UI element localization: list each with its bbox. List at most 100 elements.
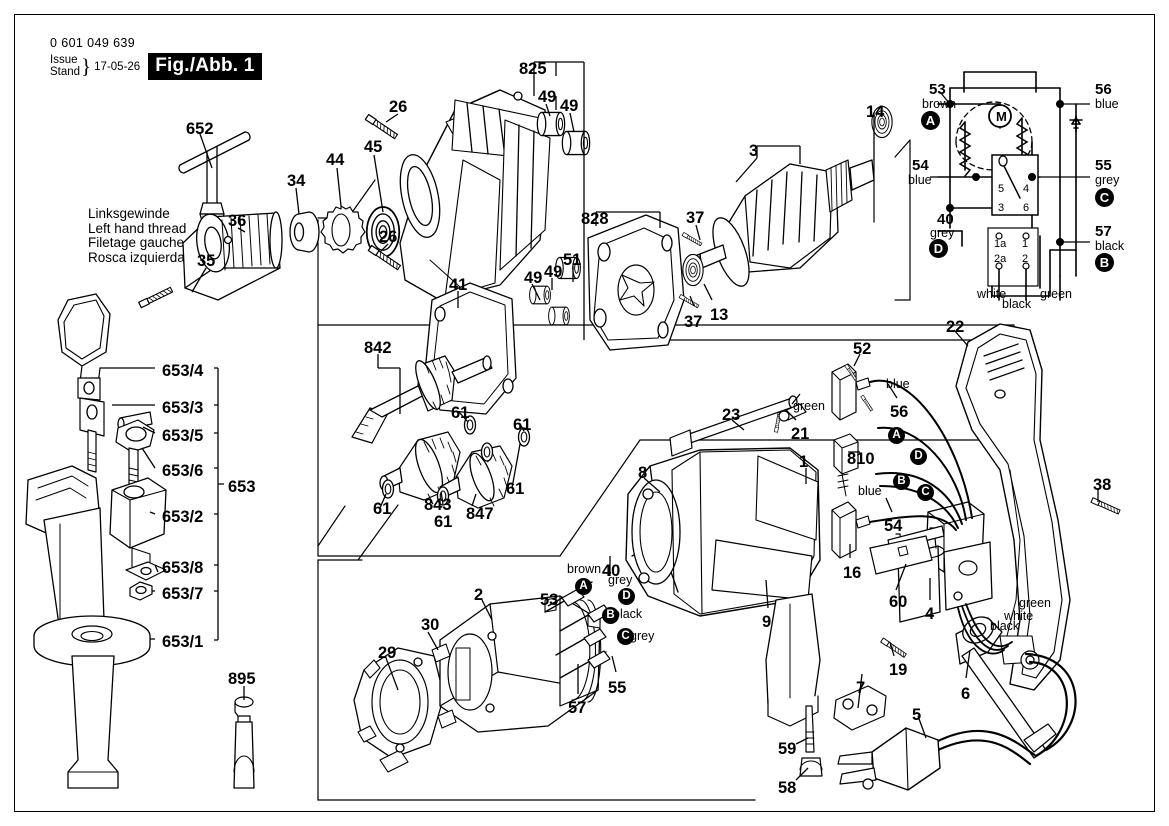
wd-terminal-53: 53 [929, 81, 946, 98]
part-label-51: 51 [563, 251, 582, 269]
part-label-13: 13 [710, 306, 729, 324]
wd-block-terminal-2: 2 [1022, 253, 1029, 265]
part-label-653-5: 653/5 [162, 427, 204, 445]
issue-label: Issue [50, 54, 78, 66]
figure-label: Fig./Abb. 1 [148, 53, 262, 80]
part-label-49-d: 49 [524, 269, 543, 287]
part-label-44: 44 [326, 151, 345, 169]
part-label-1: 1 [799, 453, 809, 471]
part-label-653-7: 653/7 [162, 585, 204, 603]
badge-d-brush: D [910, 448, 927, 465]
part-label-52: 52 [853, 340, 872, 358]
header-block: 0 601 049 639 Issue Stand } 17-05-26 Fig… [50, 36, 262, 80]
part-label-26-bottom: 26 [379, 228, 398, 246]
part-label-23: 23 [722, 406, 741, 424]
wire-label-grey-1: grey [608, 573, 633, 587]
part-label-19: 19 [889, 661, 908, 679]
badge-b-stator: B [602, 607, 619, 624]
part-label-653-4: 653/4 [162, 362, 204, 380]
part-label-60: 60 [889, 593, 908, 611]
wd-cord-green: green [1040, 287, 1072, 301]
wd-color-54: blue [908, 173, 932, 187]
badge-c-stator: C [617, 628, 634, 645]
left-hand-thread-note: Linksgewinde Left hand thread Filetage g… [88, 206, 187, 265]
sheet-border [14, 14, 1155, 812]
wd-terminal-54: 54 [912, 157, 929, 174]
wd-color-56: blue [1095, 97, 1119, 111]
part-label-53: 53 [540, 591, 559, 609]
part-label-35: 35 [197, 252, 216, 270]
part-label-653-3: 653/3 [162, 399, 204, 417]
part-label-37-top: 37 [686, 209, 705, 227]
part-label-3: 3 [749, 142, 759, 160]
wd-switch-terminal-3: 3 [998, 202, 1005, 214]
part-label-36: 36 [228, 212, 247, 230]
wire-label-green-1: green [793, 399, 825, 413]
part-label-825: 825 [519, 60, 547, 78]
part-label-41: 41 [449, 276, 468, 294]
part-label-16: 16 [843, 564, 862, 582]
wire-label-black-1: black [990, 619, 1020, 633]
part-label-57: 57 [568, 699, 587, 717]
part-label-26-top: 26 [389, 98, 408, 116]
wire-label-black-2: black [613, 607, 643, 621]
wd-badge-b: B [1095, 253, 1114, 272]
wd-switch-terminal-4: 4 [1023, 183, 1030, 195]
part-label-29: 29 [378, 644, 397, 662]
part-label-5: 5 [912, 706, 922, 724]
part-label-38: 38 [1093, 476, 1112, 494]
part-label-61-b: 61 [513, 416, 532, 434]
wd-terminal-55: 55 [1095, 157, 1112, 174]
note-line-en: Left hand thread [88, 220, 187, 236]
part-label-653-8: 653/8 [162, 559, 204, 577]
part-label-828: 828 [581, 210, 609, 228]
part-label-653-1: 653/1 [162, 633, 204, 651]
part-label-59: 59 [778, 740, 797, 758]
badge-b-brush: B [893, 473, 910, 490]
wire-label-blue-1: blue [886, 377, 910, 391]
part-label-56: 56 [890, 403, 909, 421]
part-label-34: 34 [287, 172, 306, 190]
wire-label-brown-1: brown [567, 562, 602, 576]
part-label-61-c: 61 [373, 500, 392, 518]
wd-cord-white: white [977, 287, 1007, 301]
part-label-49-a: 49 [538, 88, 557, 106]
badge-c-brush: C [917, 484, 934, 501]
wd-color-53: brown [922, 97, 957, 111]
part-label-21: 21 [791, 425, 810, 443]
part-label-61-e: 61 [506, 480, 525, 498]
part-label-45: 45 [364, 138, 383, 156]
badge-a-stator: A [575, 578, 592, 595]
part-label-37-bottom: 37 [684, 313, 703, 331]
part-label-842: 842 [364, 339, 392, 357]
wd-badge-c: C [1095, 188, 1114, 207]
part-label-653-2: 653/2 [162, 508, 204, 526]
part-label-55: 55 [608, 679, 627, 697]
part-label-895: 895 [228, 670, 256, 688]
part-label-653-6: 653/6 [162, 462, 204, 480]
part-label-2: 2 [474, 586, 484, 604]
note-line-fr: Filetage gauche [88, 235, 185, 251]
wd-terminal-57: 57 [1095, 223, 1112, 240]
part-label-843: 843 [424, 496, 452, 514]
wd-block-terminal-1: 1 [1022, 238, 1029, 250]
badge-a-brush: A [888, 427, 905, 444]
part-label-61-d: 61 [434, 513, 453, 531]
part-label-652: 652 [186, 120, 214, 138]
wire-label-green-2: green [1019, 596, 1051, 610]
badge-d-stator: D [618, 588, 635, 605]
part-label-4: 4 [925, 605, 935, 623]
brace-glyph: } [81, 54, 92, 78]
part-label-58: 58 [778, 779, 797, 797]
stand-label: Stand [50, 65, 81, 78]
part-label-49-c: 49 [544, 263, 563, 281]
part-label-22: 22 [946, 318, 965, 336]
part-label-847: 847 [466, 505, 494, 523]
wd-badge-d: D [929, 239, 948, 258]
wd-switch-terminal-6: 6 [1023, 202, 1030, 214]
part-label-810: 810 [847, 450, 875, 468]
part-label-30: 30 [421, 616, 440, 634]
wd-terminal-40: 40 [937, 211, 954, 228]
part-label-49-b: 49 [560, 97, 579, 115]
